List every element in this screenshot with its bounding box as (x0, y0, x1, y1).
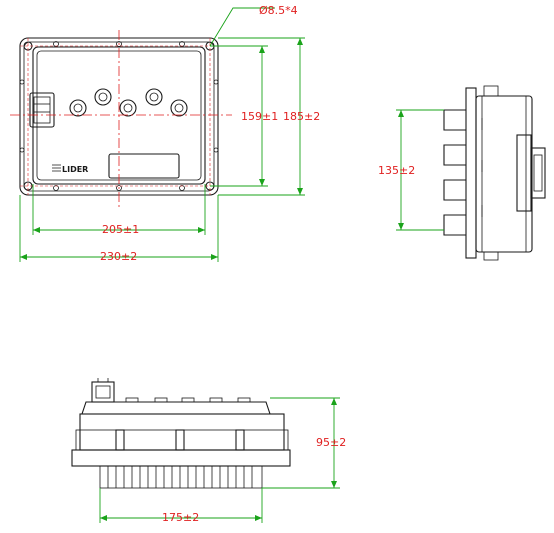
front-dimensions: 159±1 185±2 205±1 230±2 (19, 37, 320, 263)
dim-outer-width: 230±2 (100, 250, 137, 263)
power-terminals (69, 88, 188, 117)
dim-side-height: 135±2 (378, 164, 415, 177)
bottom-view (71, 378, 291, 489)
label-plate (108, 153, 180, 179)
hole-callout: Ø8.5*4 (209, 4, 298, 47)
dim-bottom-height: 95±2 (316, 436, 346, 449)
bottom-dimensions: 95±2 175±2 (99, 397, 346, 524)
side-dimensions: 135±2 (378, 109, 444, 231)
heatsink-fins (99, 465, 263, 489)
dim-inner-height: 159±1 (241, 110, 278, 123)
dim-bottom-width: 175±2 (162, 511, 199, 524)
side-view (443, 85, 546, 261)
dim-outer-height: 185±2 (283, 110, 320, 123)
brand-logo: LIDER (52, 164, 88, 174)
dim-inner-width: 205±1 (102, 223, 139, 236)
hole-note: Ø8.5*4 (259, 4, 298, 17)
front-view: LIDER (10, 30, 232, 210)
signal-connector (29, 92, 55, 128)
svg-text:LIDER: LIDER (62, 165, 88, 174)
